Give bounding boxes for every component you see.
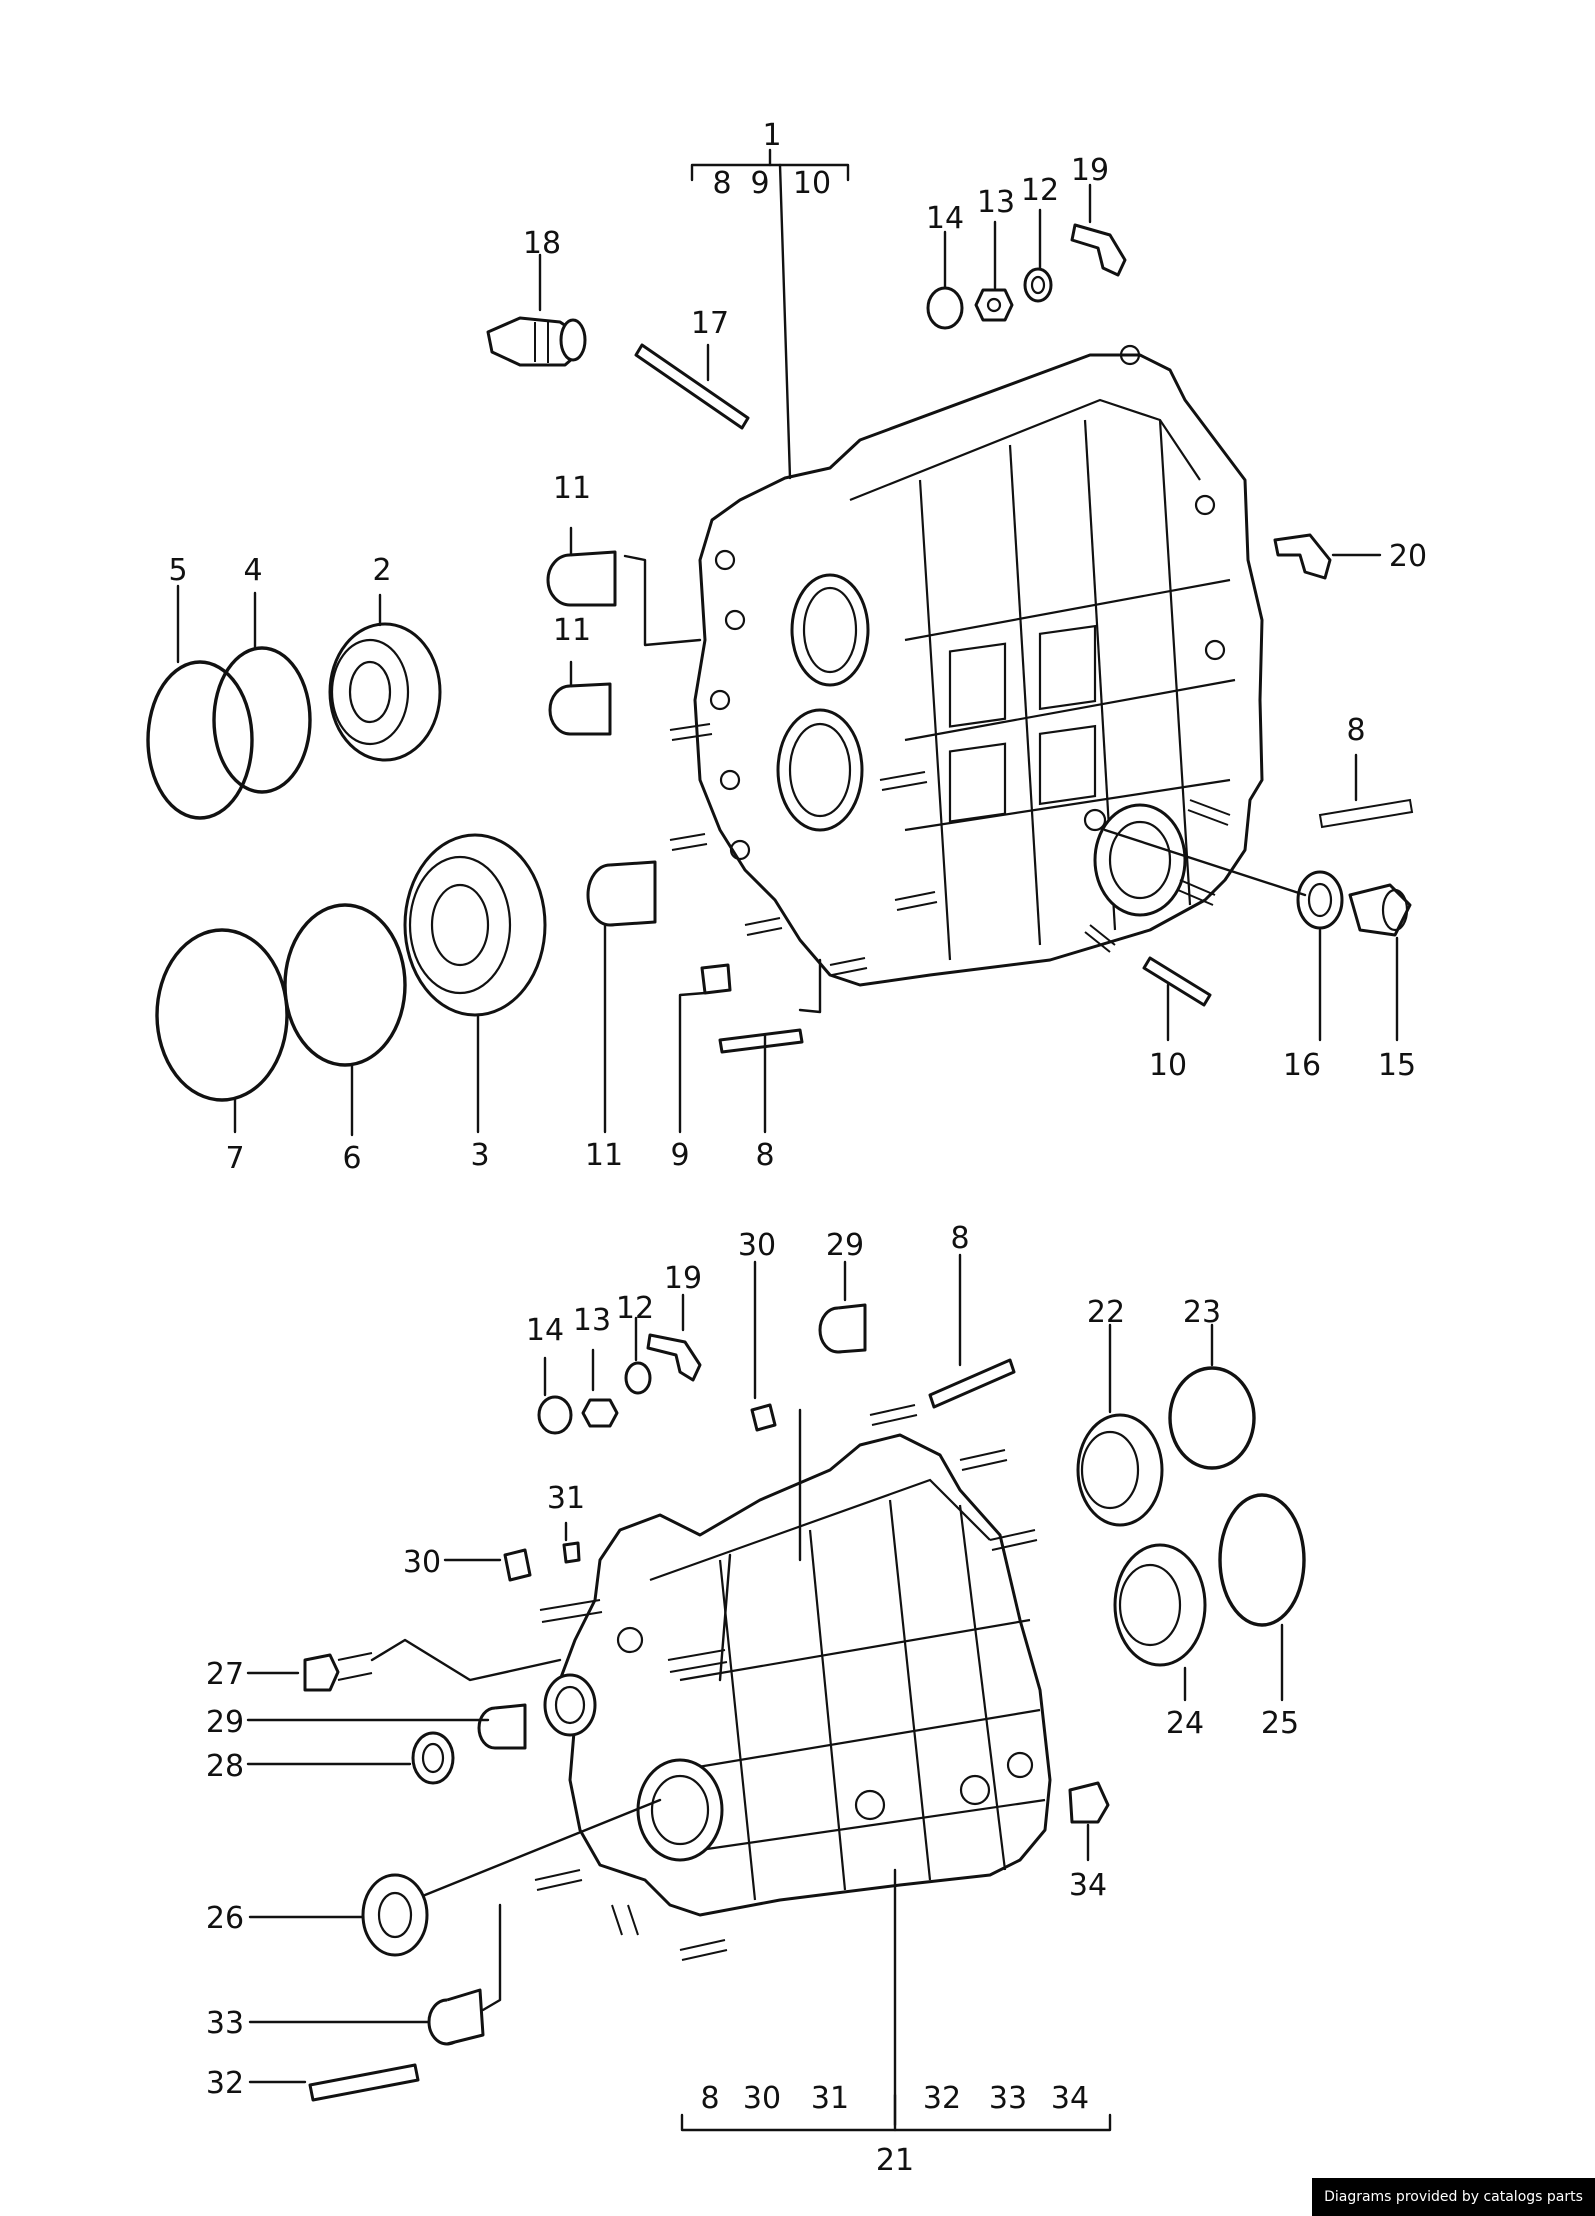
callout-8: 8	[712, 166, 731, 201]
callout-4: 4	[243, 553, 262, 588]
transmission-case	[534, 1404, 1052, 1961]
callout-14: 14	[926, 201, 964, 236]
callout-19: 19	[1071, 153, 1109, 188]
callout-9: 9	[670, 1138, 689, 1173]
credit-banner: Diagrams provided by catalogs parts	[1312, 2178, 1595, 2216]
callout-20: 20	[1389, 539, 1427, 574]
top-leader-lines	[176, 148, 1399, 1137]
callout-12: 12	[616, 1291, 654, 1326]
callout-33: 33	[206, 2006, 244, 2041]
callout-30: 30	[743, 2081, 781, 2116]
callout-33: 33	[989, 2081, 1027, 2116]
callout-30: 30	[403, 1545, 441, 1580]
callout-3: 3	[470, 1138, 489, 1173]
callout-1: 1	[762, 118, 781, 153]
top-small-parts	[146, 223, 1414, 1102]
callout-8: 8	[950, 1221, 969, 1256]
callout-12: 12	[1021, 173, 1059, 208]
callout-16: 16	[1283, 1048, 1321, 1083]
intermediate-housing	[669, 344, 1264, 987]
callout-29: 29	[826, 1228, 864, 1263]
callout-10: 10	[793, 166, 831, 201]
callout-13: 13	[573, 1303, 611, 1338]
callout-15: 15	[1378, 1048, 1416, 1083]
callout-25: 25	[1261, 1706, 1299, 1741]
callout-10: 10	[1149, 1048, 1187, 1083]
callout-30: 30	[738, 1228, 776, 1263]
callout-11: 11	[553, 471, 591, 506]
callout-32: 32	[923, 2081, 961, 2116]
callout-13: 13	[977, 185, 1015, 220]
bottom-leader-lines	[246, 1253, 1284, 2132]
callout-19: 19	[664, 1261, 702, 1296]
callout-32: 32	[206, 2066, 244, 2101]
callout-9: 9	[750, 166, 769, 201]
callout-31: 31	[547, 1481, 585, 1516]
callout-24: 24	[1166, 1706, 1204, 1741]
callout-34: 34	[1069, 1868, 1107, 1903]
callout-23: 23	[1183, 1295, 1221, 1330]
callout-11: 11	[585, 1138, 623, 1173]
callout-14: 14	[526, 1313, 564, 1348]
callout-11: 11	[553, 613, 591, 648]
callout-8: 8	[755, 1138, 774, 1173]
callout-17: 17	[691, 306, 729, 341]
callout-2: 2	[372, 553, 391, 588]
callout-31: 31	[811, 2081, 849, 2116]
callout-7: 7	[225, 1141, 244, 1176]
callout-6: 6	[342, 1141, 361, 1176]
callout-29: 29	[206, 1705, 244, 1740]
callout-5: 5	[168, 553, 187, 588]
callout-8: 8	[700, 2081, 719, 2116]
callout-8: 8	[1346, 713, 1365, 748]
callout-28: 28	[206, 1749, 244, 1784]
callout-18: 18	[523, 226, 561, 261]
callout-22: 22	[1087, 1295, 1125, 1330]
bottom-small-parts	[303, 1303, 1306, 2102]
callout-labels: 1 8 9 10 18 17 14 13 12 19 11 11 20 5 4 …	[168, 118, 1427, 2178]
callout-26: 26	[206, 1901, 244, 1936]
callout-21: 21	[876, 2143, 914, 2178]
callout-34: 34	[1051, 2081, 1089, 2116]
callout-27: 27	[206, 1657, 244, 1692]
